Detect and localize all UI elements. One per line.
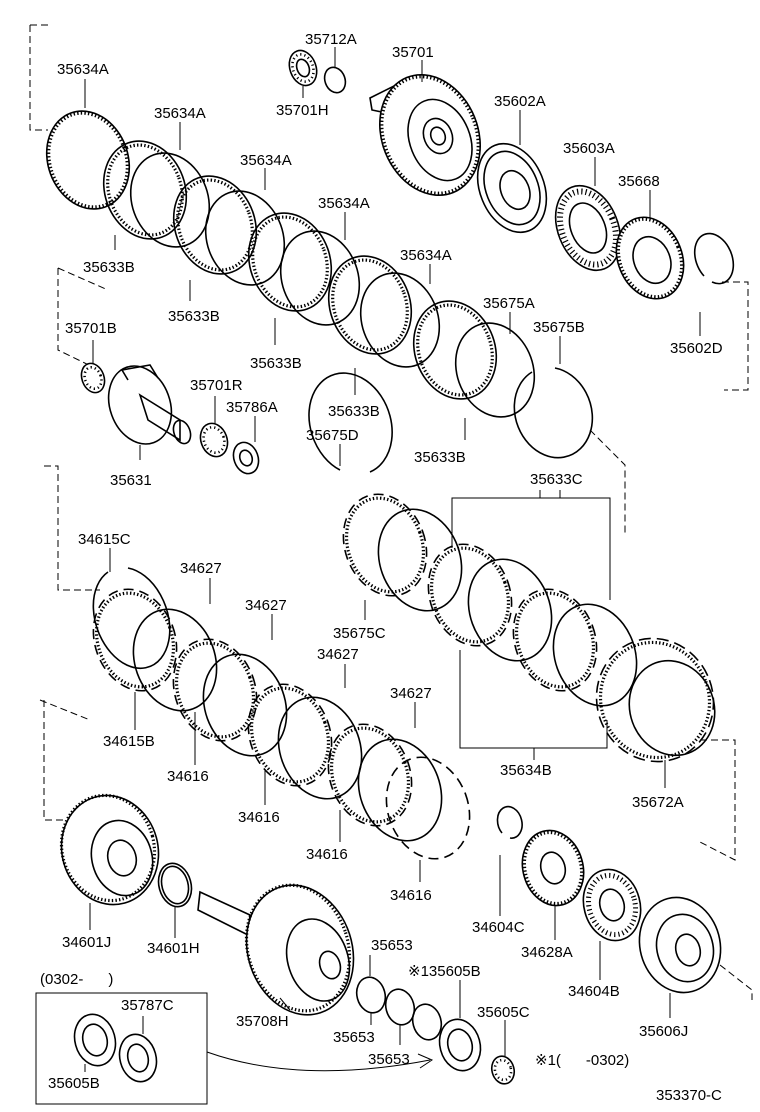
label-35602d: 35602D [670, 340, 723, 357]
label-35653-1: 35653 [371, 937, 413, 954]
label-34615c: 34615C [78, 531, 131, 548]
inset-box [35, 992, 208, 1105]
part-35668 [615, 216, 685, 300]
label-34604b: 34604B [568, 983, 620, 1000]
label-35712a: 35712A [305, 31, 357, 48]
label-35605c: 35605C [477, 1004, 530, 1021]
part-35708h [197, 883, 355, 1016]
label-35787c: 35787C [121, 997, 174, 1014]
part-34604b [582, 868, 642, 942]
label-35633b-1: 35633B [83, 259, 135, 276]
label-34615b: 34615B [103, 733, 155, 750]
label-34627-1: 34627 [180, 560, 222, 577]
label-34627-2: 34627 [245, 597, 287, 614]
label-35633b-4: 35633B [328, 403, 380, 420]
label-35653-2: 35653 [333, 1029, 375, 1046]
label-34628a: 34628A [521, 944, 573, 961]
part-35701r [199, 422, 229, 458]
part-34604c [496, 805, 523, 839]
label-35634b: 35634B [500, 762, 552, 779]
label-35633b-5: 35633B [414, 449, 466, 466]
label-35675c: 35675C [333, 625, 386, 642]
label-35634a-5: 35634A [400, 247, 452, 264]
label-34601j: 34601J [62, 934, 111, 951]
label-35701: 35701 [392, 44, 434, 61]
label-35634a-2: 35634A [154, 105, 206, 122]
label-35634a-3: 35634A [240, 152, 292, 169]
part-35631 [107, 364, 192, 445]
label-note-1: ※1( -0302) [535, 1052, 629, 1069]
label-35701h: 35701H [276, 102, 329, 119]
label-35634a-4: 35634A [318, 195, 370, 212]
inset-arrow [206, 1051, 434, 1072]
label-35668: 35668 [618, 173, 660, 190]
part-labels: 35712A 35701 35701H 35634A 35634A 35602A… [40, 31, 723, 1104]
leader-lines [84, 47, 701, 1072]
part-34601h [157, 862, 193, 908]
label-35708h: 35708H [236, 1013, 289, 1030]
part-35602d [693, 232, 735, 285]
label-34627-3: 34627 [317, 646, 359, 663]
part-34601j [59, 793, 160, 906]
middle-clutch-pack [308, 372, 716, 763]
label-35634a-1: 35634A [57, 61, 109, 78]
part-35701h [288, 49, 318, 87]
part-35701b [80, 362, 106, 394]
label-35605b-note: ※135605B [408, 963, 481, 980]
part-35786a [232, 441, 260, 475]
label-35786a: 35786A [226, 399, 278, 416]
bracket-35633c [451, 490, 611, 600]
label-34616-2: 34616 [238, 809, 280, 826]
label-35675b: 35675B [533, 319, 585, 336]
lower-clutch-pack [92, 567, 471, 860]
part-35605c [490, 1055, 516, 1085]
label-figure-code: 353370-C [656, 1087, 722, 1104]
part-34628a [521, 829, 585, 907]
label-35633c: 35633C [530, 471, 583, 488]
label-34604c: 34604C [472, 919, 525, 936]
label-35672a: 35672A [632, 794, 684, 811]
upper-clutch-pack [45, 110, 594, 459]
part-35701-drum [369, 73, 482, 197]
part-35602a [476, 142, 548, 234]
label-35605b: 35605B [48, 1075, 100, 1092]
part-35603a [554, 184, 622, 272]
label-inset-range: (0302- ) [40, 971, 113, 988]
label-35603a: 35603A [563, 140, 615, 157]
dashed-guides [29, 24, 753, 1000]
label-35631: 35631 [110, 472, 152, 489]
label-34616-3: 34616 [306, 846, 348, 863]
label-34616-4: 34616 [390, 887, 432, 904]
label-35701b: 35701B [65, 320, 117, 337]
label-35606j: 35606J [639, 1023, 688, 1040]
label-35653-3: 35653 [368, 1051, 410, 1068]
label-35675a: 35675A [483, 295, 535, 312]
label-35701r: 35701R [190, 377, 243, 394]
label-34601h: 34601H [147, 940, 200, 957]
label-34616-1: 34616 [167, 768, 209, 785]
part-35606j [638, 896, 722, 994]
bracket-35634b [459, 650, 608, 760]
part-35605b-bearing [438, 1018, 482, 1072]
label-34627-4: 34627 [390, 685, 432, 702]
part-35712a [323, 66, 347, 94]
label-35675d: 35675D [306, 427, 359, 444]
label-35633b-2: 35633B [168, 308, 220, 325]
part-35653-rings [355, 976, 443, 1041]
label-35633b-3: 35633B [250, 355, 302, 372]
label-35602a: 35602A [494, 93, 546, 110]
